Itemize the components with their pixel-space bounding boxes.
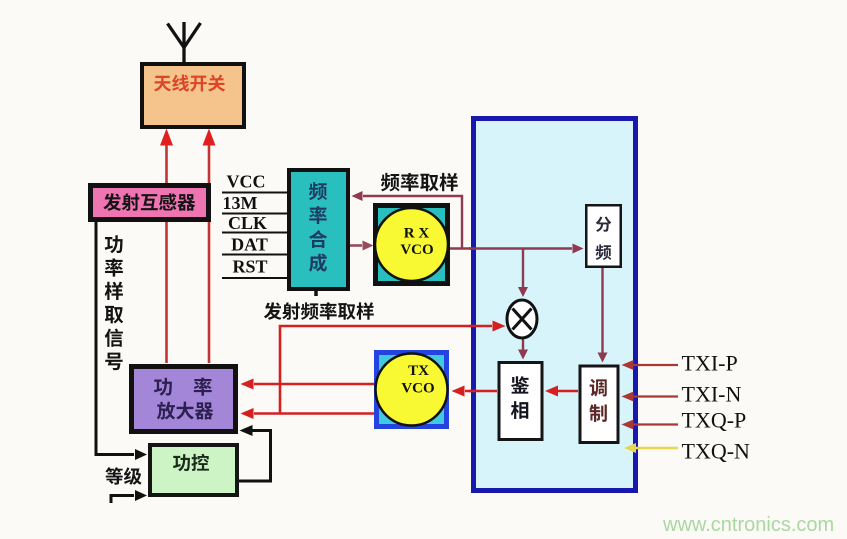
svg-text:TXQ-P: TXQ-P xyxy=(682,408,747,433)
svg-text:VCO: VCO xyxy=(401,381,434,397)
svg-text:R X: R X xyxy=(404,226,430,242)
svg-text:TXI-N: TXI-N xyxy=(682,382,742,407)
svg-text:13M: 13M xyxy=(223,193,258,213)
svg-text:RST: RST xyxy=(232,257,267,277)
svg-text:CLK: CLK xyxy=(228,213,267,233)
svg-text:DAT: DAT xyxy=(231,235,268,255)
svg-text:www.cntronics.com: www.cntronics.com xyxy=(662,514,834,536)
svg-text:VCC: VCC xyxy=(227,172,266,192)
svg-text:TXQ-N: TXQ-N xyxy=(682,439,751,464)
svg-text:TX: TX xyxy=(408,363,429,379)
svg-text:TXI-P: TXI-P xyxy=(682,351,738,376)
svg-text:VCO: VCO xyxy=(400,242,433,258)
